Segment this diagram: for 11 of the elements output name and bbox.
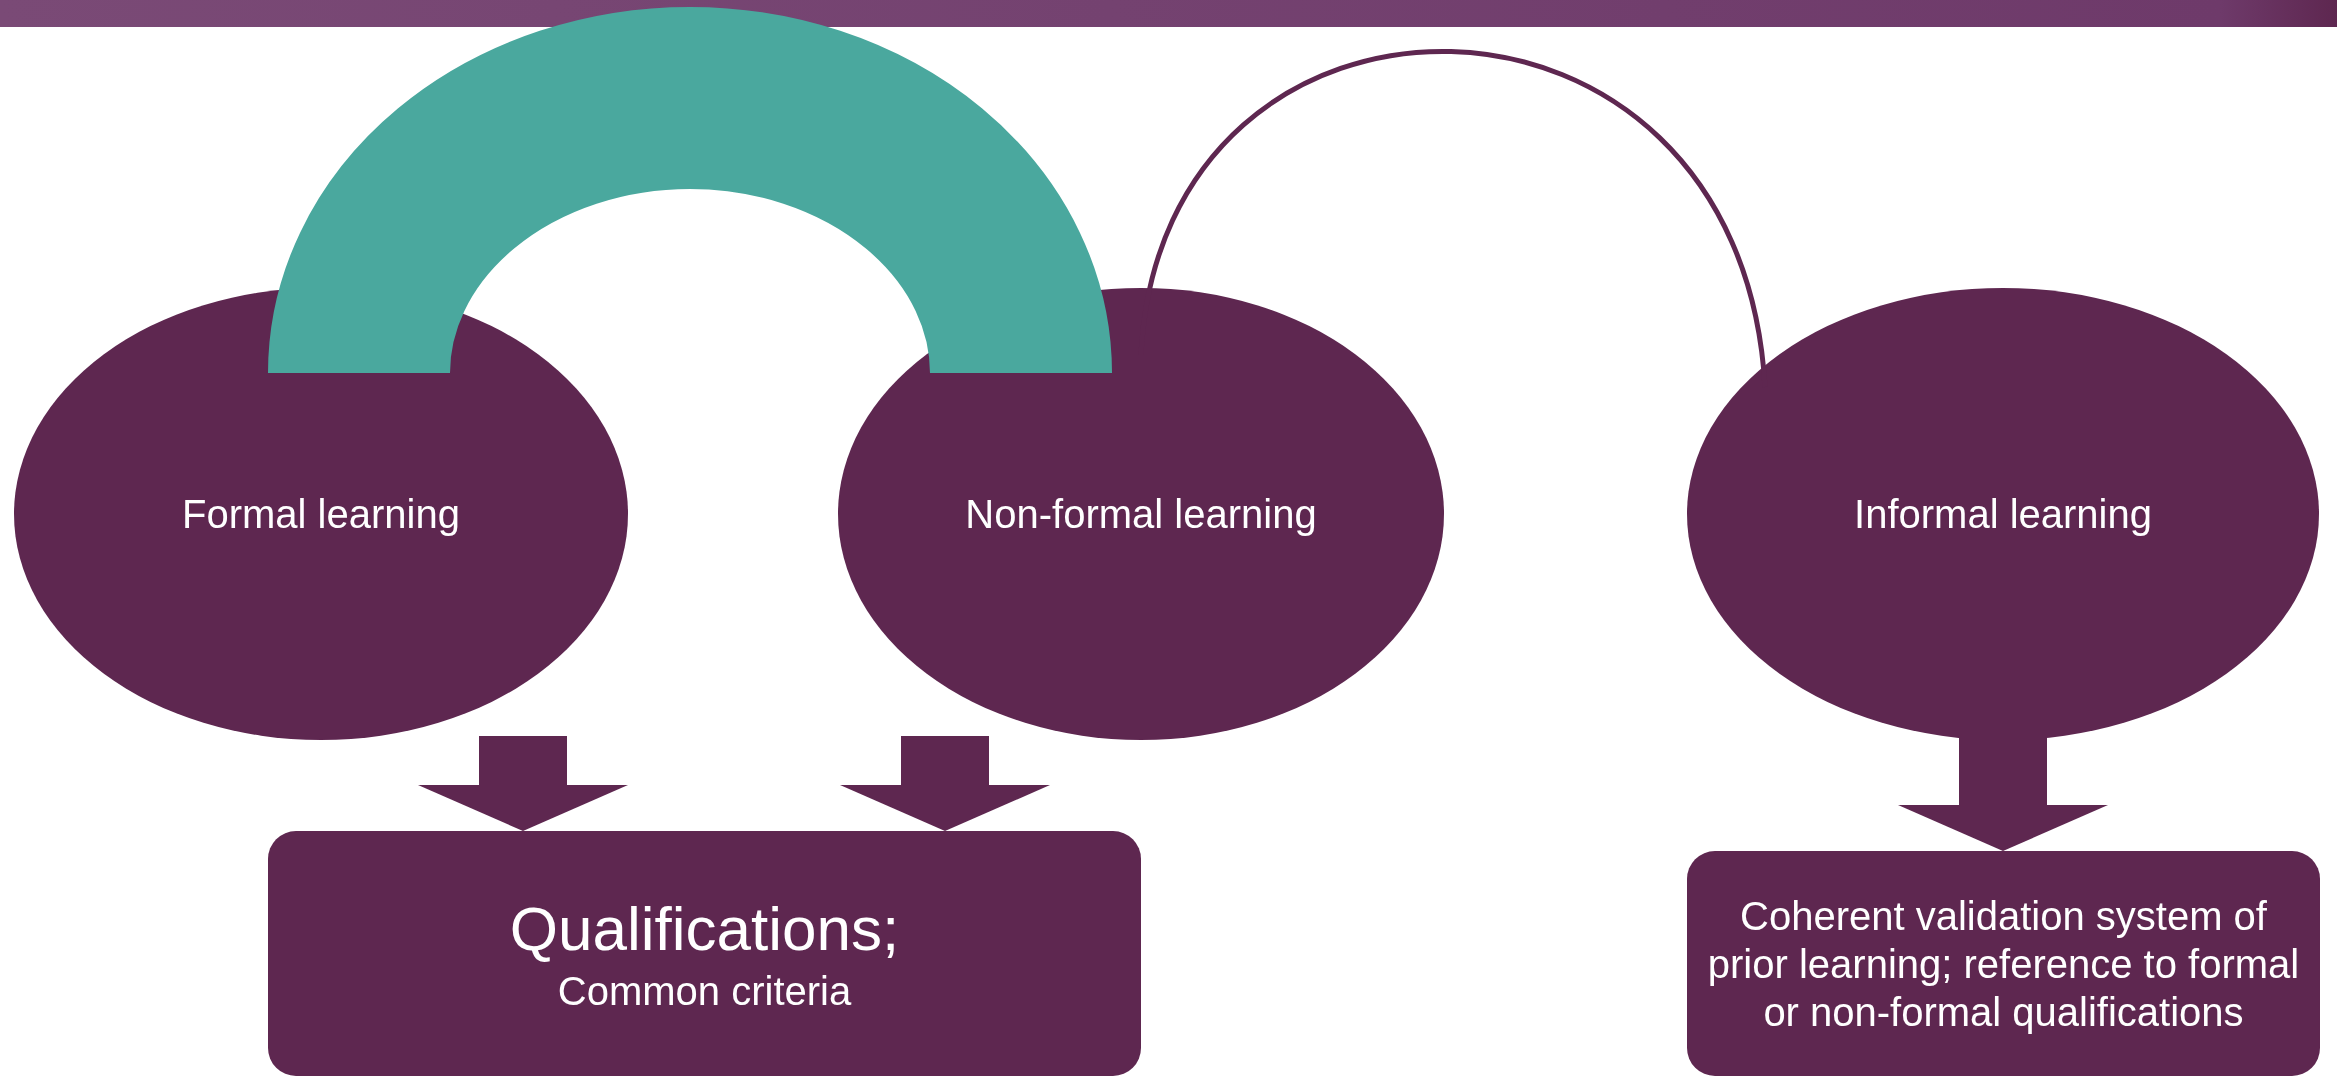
node-heading: Qualifications;	[509, 893, 900, 966]
block-arrow	[418, 736, 628, 831]
node-label: Non-formal learning	[965, 491, 1317, 538]
block-arrow	[1898, 736, 2108, 851]
rounded-box	[268, 831, 1141, 1076]
node-label: Common criteria	[557, 967, 852, 1015]
node-label: Informal learning	[1854, 491, 2152, 538]
node-label: Coherent validation system of prior learning; reference to formal or non-formal qualifications	[1707, 892, 2300, 1036]
block-arrow	[840, 736, 1050, 831]
node-label: Formal learning	[182, 491, 460, 538]
rounded-box	[1687, 851, 2320, 1076]
